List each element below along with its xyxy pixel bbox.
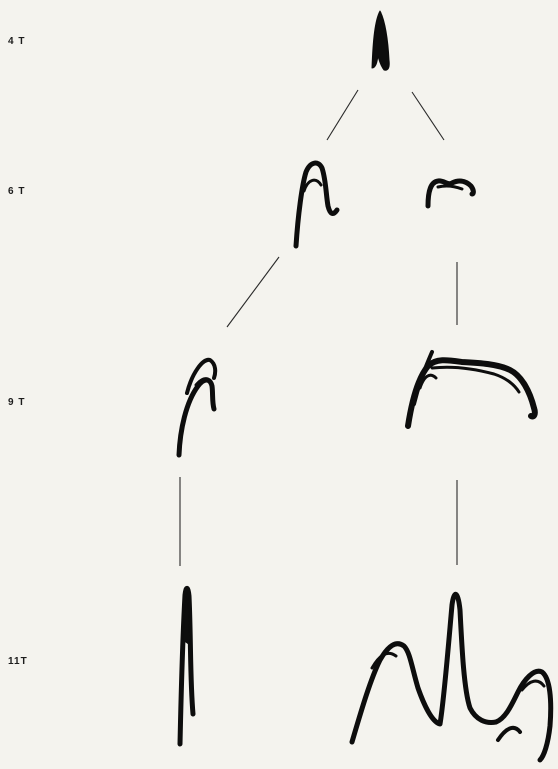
peak-4t <box>372 11 389 70</box>
connector-4t-to-6t-right <box>412 92 444 140</box>
peak-11t-right <box>352 594 551 760</box>
peak-9t-left <box>179 360 215 455</box>
peak-6t-right <box>428 181 473 206</box>
peak-9t-right <box>408 352 535 426</box>
peak-6t-left <box>296 163 337 246</box>
connector-6t-to-9t-left <box>227 257 279 327</box>
peak-11t-left <box>180 588 193 744</box>
connector-4t-to-6t-left <box>327 90 358 140</box>
